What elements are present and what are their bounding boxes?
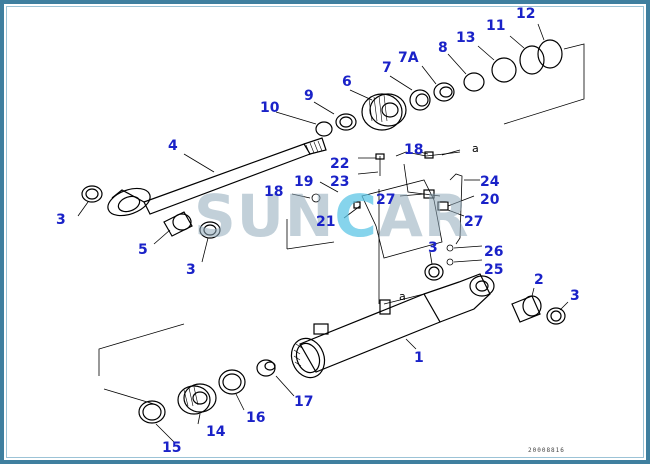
left-small-parts (81, 185, 221, 239)
port-markers: a a (399, 142, 479, 303)
piston-rod (107, 137, 327, 217)
label-5: 5 (138, 242, 148, 258)
label-7a: 7A (398, 50, 419, 66)
guide-lines (98, 43, 585, 405)
label-14: 14 (206, 424, 226, 440)
label-2: 2 (534, 272, 544, 288)
label-8: 8 (438, 40, 448, 56)
exploded-parts-diagram: a a (56, 6, 585, 456)
callout-labels: 1 2 3 3 3 3 4 5 6 7 7A 8 9 10 11 12 13 1… (56, 6, 580, 456)
diagram-inner-border (6, 6, 644, 458)
svg-text:SUNCAR: SUNCAR (194, 182, 470, 250)
label-17: 17 (294, 394, 313, 410)
label-23: 23 (330, 174, 349, 190)
label-3-rod-seal: 3 (186, 262, 196, 278)
label-11: 11 (486, 18, 505, 34)
port-marker-top: a (472, 142, 479, 155)
label-4: 4 (168, 138, 178, 154)
label-24: 24 (480, 174, 500, 190)
piston-assembly (315, 39, 563, 137)
watermark: SUNCAR (194, 182, 470, 250)
label-1: 1 (414, 350, 424, 366)
label-20: 20 (480, 192, 500, 208)
watermark-part1: SUN (194, 182, 334, 250)
label-10: 10 (260, 100, 280, 116)
watermark-part3: AR (378, 182, 470, 250)
cylinder-tube (290, 273, 495, 379)
label-19: 19 (294, 174, 313, 190)
label-27-right: 27 (464, 214, 483, 230)
watermark-part2: C (334, 182, 378, 250)
drawing-code: 20008816 (528, 447, 565, 454)
label-9: 9 (304, 88, 314, 104)
label-3-bottom-seal: 3 (570, 288, 580, 304)
label-6: 6 (342, 74, 352, 90)
label-22: 22 (330, 156, 349, 172)
label-3-center-seal: 3 (428, 240, 438, 256)
label-12: 12 (516, 6, 535, 22)
label-26: 26 (484, 244, 503, 260)
label-leaders (77, 23, 569, 443)
label-18-left: 18 (264, 184, 283, 200)
label-25: 25 (484, 262, 503, 278)
label-15: 15 (162, 440, 181, 456)
right-small-parts (424, 263, 566, 325)
label-7: 7 (382, 60, 392, 76)
label-27-left: 27 (376, 192, 395, 208)
label-13: 13 (456, 30, 475, 46)
label-16: 16 (246, 410, 265, 426)
head-assembly (138, 359, 276, 424)
label-21: 21 (316, 214, 335, 230)
label-3-rod-end: 3 (56, 212, 66, 228)
port-marker-bottom: a (399, 290, 406, 303)
label-18-top: 18 (404, 142, 423, 158)
